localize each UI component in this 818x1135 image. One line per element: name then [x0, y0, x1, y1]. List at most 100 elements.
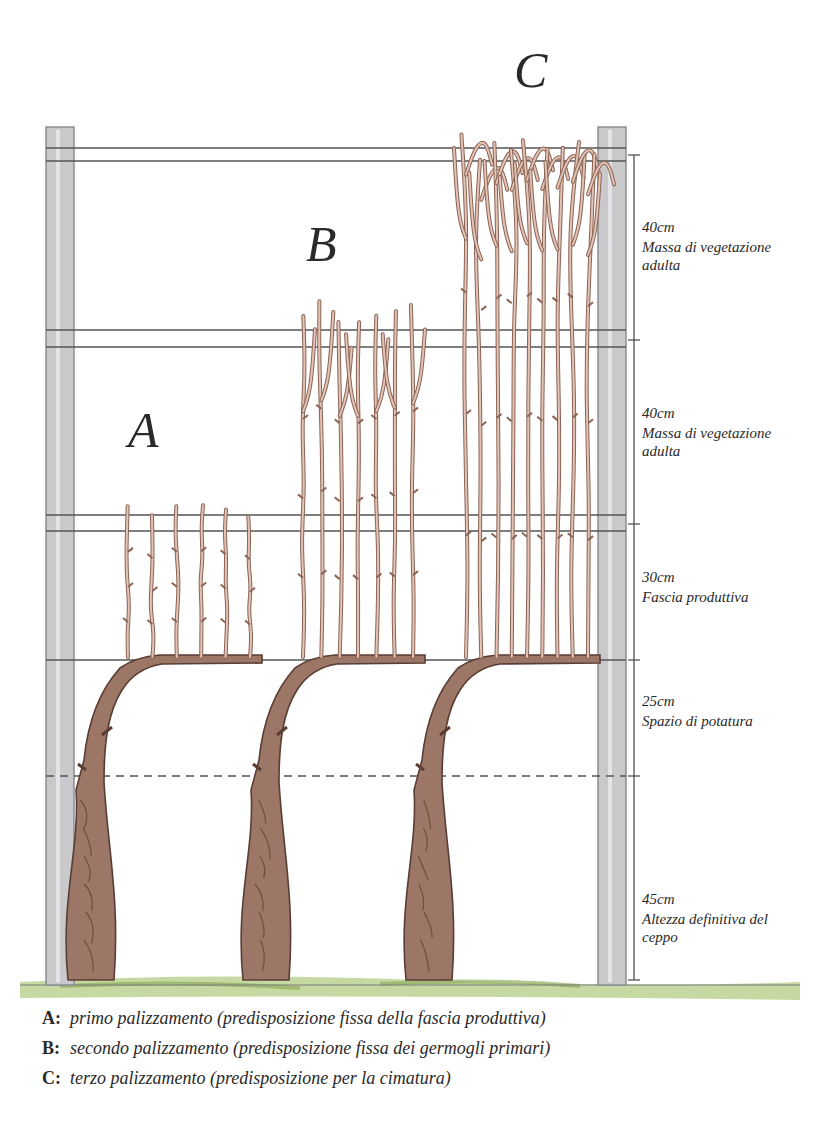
zone-name: Fascia produttiva: [642, 588, 749, 606]
shoot-node: [537, 535, 542, 539]
vine-trunk: [66, 655, 262, 980]
section-letter: B: [306, 214, 337, 274]
shoot-node: [481, 306, 486, 310]
shoot-node: [371, 494, 376, 498]
shoot-node: [481, 537, 486, 541]
shoot-node: [507, 299, 512, 303]
shoot-outline: [530, 171, 542, 251]
shoot: [476, 160, 481, 657]
shoot-node: [395, 412, 400, 416]
shoot-node: [371, 415, 376, 419]
shoot: [248, 517, 251, 657]
shoot-node: [335, 497, 340, 501]
bark-texture: [260, 940, 264, 971]
bark-texture: [259, 912, 264, 938]
shoot: [176, 506, 179, 657]
caption-text: terzo palizzamento (predisposizione per …: [70, 1068, 451, 1090]
dimension-value: 40cm: [642, 404, 675, 422]
shoot-node: [390, 492, 395, 496]
shoot: [302, 316, 304, 657]
bark-texture: [255, 884, 263, 911]
bark-texture: [424, 912, 432, 938]
bark-texture: [419, 856, 429, 880]
shoot: [515, 164, 527, 243]
dimension-value: 30cm: [642, 568, 675, 586]
shoot-outline: [413, 330, 425, 404]
shoot: [413, 330, 425, 404]
bark-texture: [84, 884, 92, 911]
shoot-outline: [515, 164, 527, 243]
shoot-outline: [383, 334, 395, 407]
shoot: [319, 301, 322, 657]
shoot-node: [588, 419, 593, 423]
shoot-node: [172, 548, 177, 552]
shoot: [338, 322, 342, 657]
shoot-node: [466, 410, 471, 414]
shoot: [523, 140, 530, 657]
shoot: [375, 316, 378, 657]
caption-key: A:: [42, 1008, 61, 1030]
vine-plant: [404, 135, 614, 980]
shoot-outline: [461, 135, 467, 657]
shoot-node: [376, 574, 381, 578]
shoot-outline: [494, 143, 498, 657]
shoot-node: [413, 489, 418, 493]
bark-texture: [83, 828, 91, 855]
shoot-node: [250, 588, 255, 592]
shoot-node: [497, 414, 502, 418]
trellis-wires: [46, 148, 626, 776]
shoot-node: [128, 548, 133, 552]
shoot-node: [147, 620, 152, 624]
shoot-node: [527, 413, 532, 417]
trunk-spur: [416, 727, 450, 770]
bark-texture: [84, 940, 93, 971]
shoot-outline: [523, 140, 530, 657]
shoot: [557, 148, 563, 657]
bark-texture: [423, 828, 427, 851]
bark-texture: [419, 884, 424, 911]
shoot: [485, 161, 497, 246]
shoot-node: [245, 555, 250, 559]
shoot-outline: [469, 172, 481, 259]
shoot-node: [553, 416, 558, 420]
shoot-node: [466, 532, 471, 536]
shoot-node: [245, 620, 250, 624]
bark-texture: [424, 800, 431, 829]
shoot: [346, 334, 358, 416]
shoot-node: [221, 619, 226, 623]
caption-text: secondo palizzamento (predisposizione fi…: [70, 1038, 550, 1060]
shoot: [321, 312, 333, 400]
shoot-outline: [225, 510, 227, 657]
section-letter: A: [128, 400, 159, 460]
shoot: [201, 505, 203, 657]
shoot-node: [537, 299, 542, 303]
vine-trunk: [241, 655, 425, 980]
dimension-value: 25cm: [642, 692, 675, 710]
shoot-node: [316, 405, 321, 409]
shoot: [303, 329, 315, 411]
shoot-outline: [302, 316, 304, 657]
shoot-outline: [127, 506, 129, 657]
bark-texture: [84, 856, 90, 882]
shoot-node: [492, 533, 497, 537]
dimension-value: 40cm: [642, 218, 675, 236]
shoot-node: [481, 422, 486, 426]
shoot-node: [413, 571, 418, 575]
shoot-node: [147, 554, 152, 558]
zone-name: Altezza definitiva del ceppo: [642, 910, 782, 946]
zone-name: Massa di vegetazione adulta: [642, 238, 782, 274]
shoot-outline: [303, 329, 315, 411]
vine-trunk: [404, 655, 600, 980]
shoot-node: [321, 570, 326, 574]
shoot: [151, 515, 154, 657]
shoot-outline: [358, 322, 359, 657]
shoot-outline: [500, 177, 512, 251]
shoot-node: [573, 413, 578, 417]
vine-plant: [241, 301, 425, 980]
trunk-spur: [78, 727, 112, 770]
shoot-node: [128, 583, 133, 587]
shoot: [530, 171, 542, 251]
shoot-node: [152, 587, 157, 591]
shoot: [358, 322, 359, 657]
shoot: [500, 177, 512, 251]
